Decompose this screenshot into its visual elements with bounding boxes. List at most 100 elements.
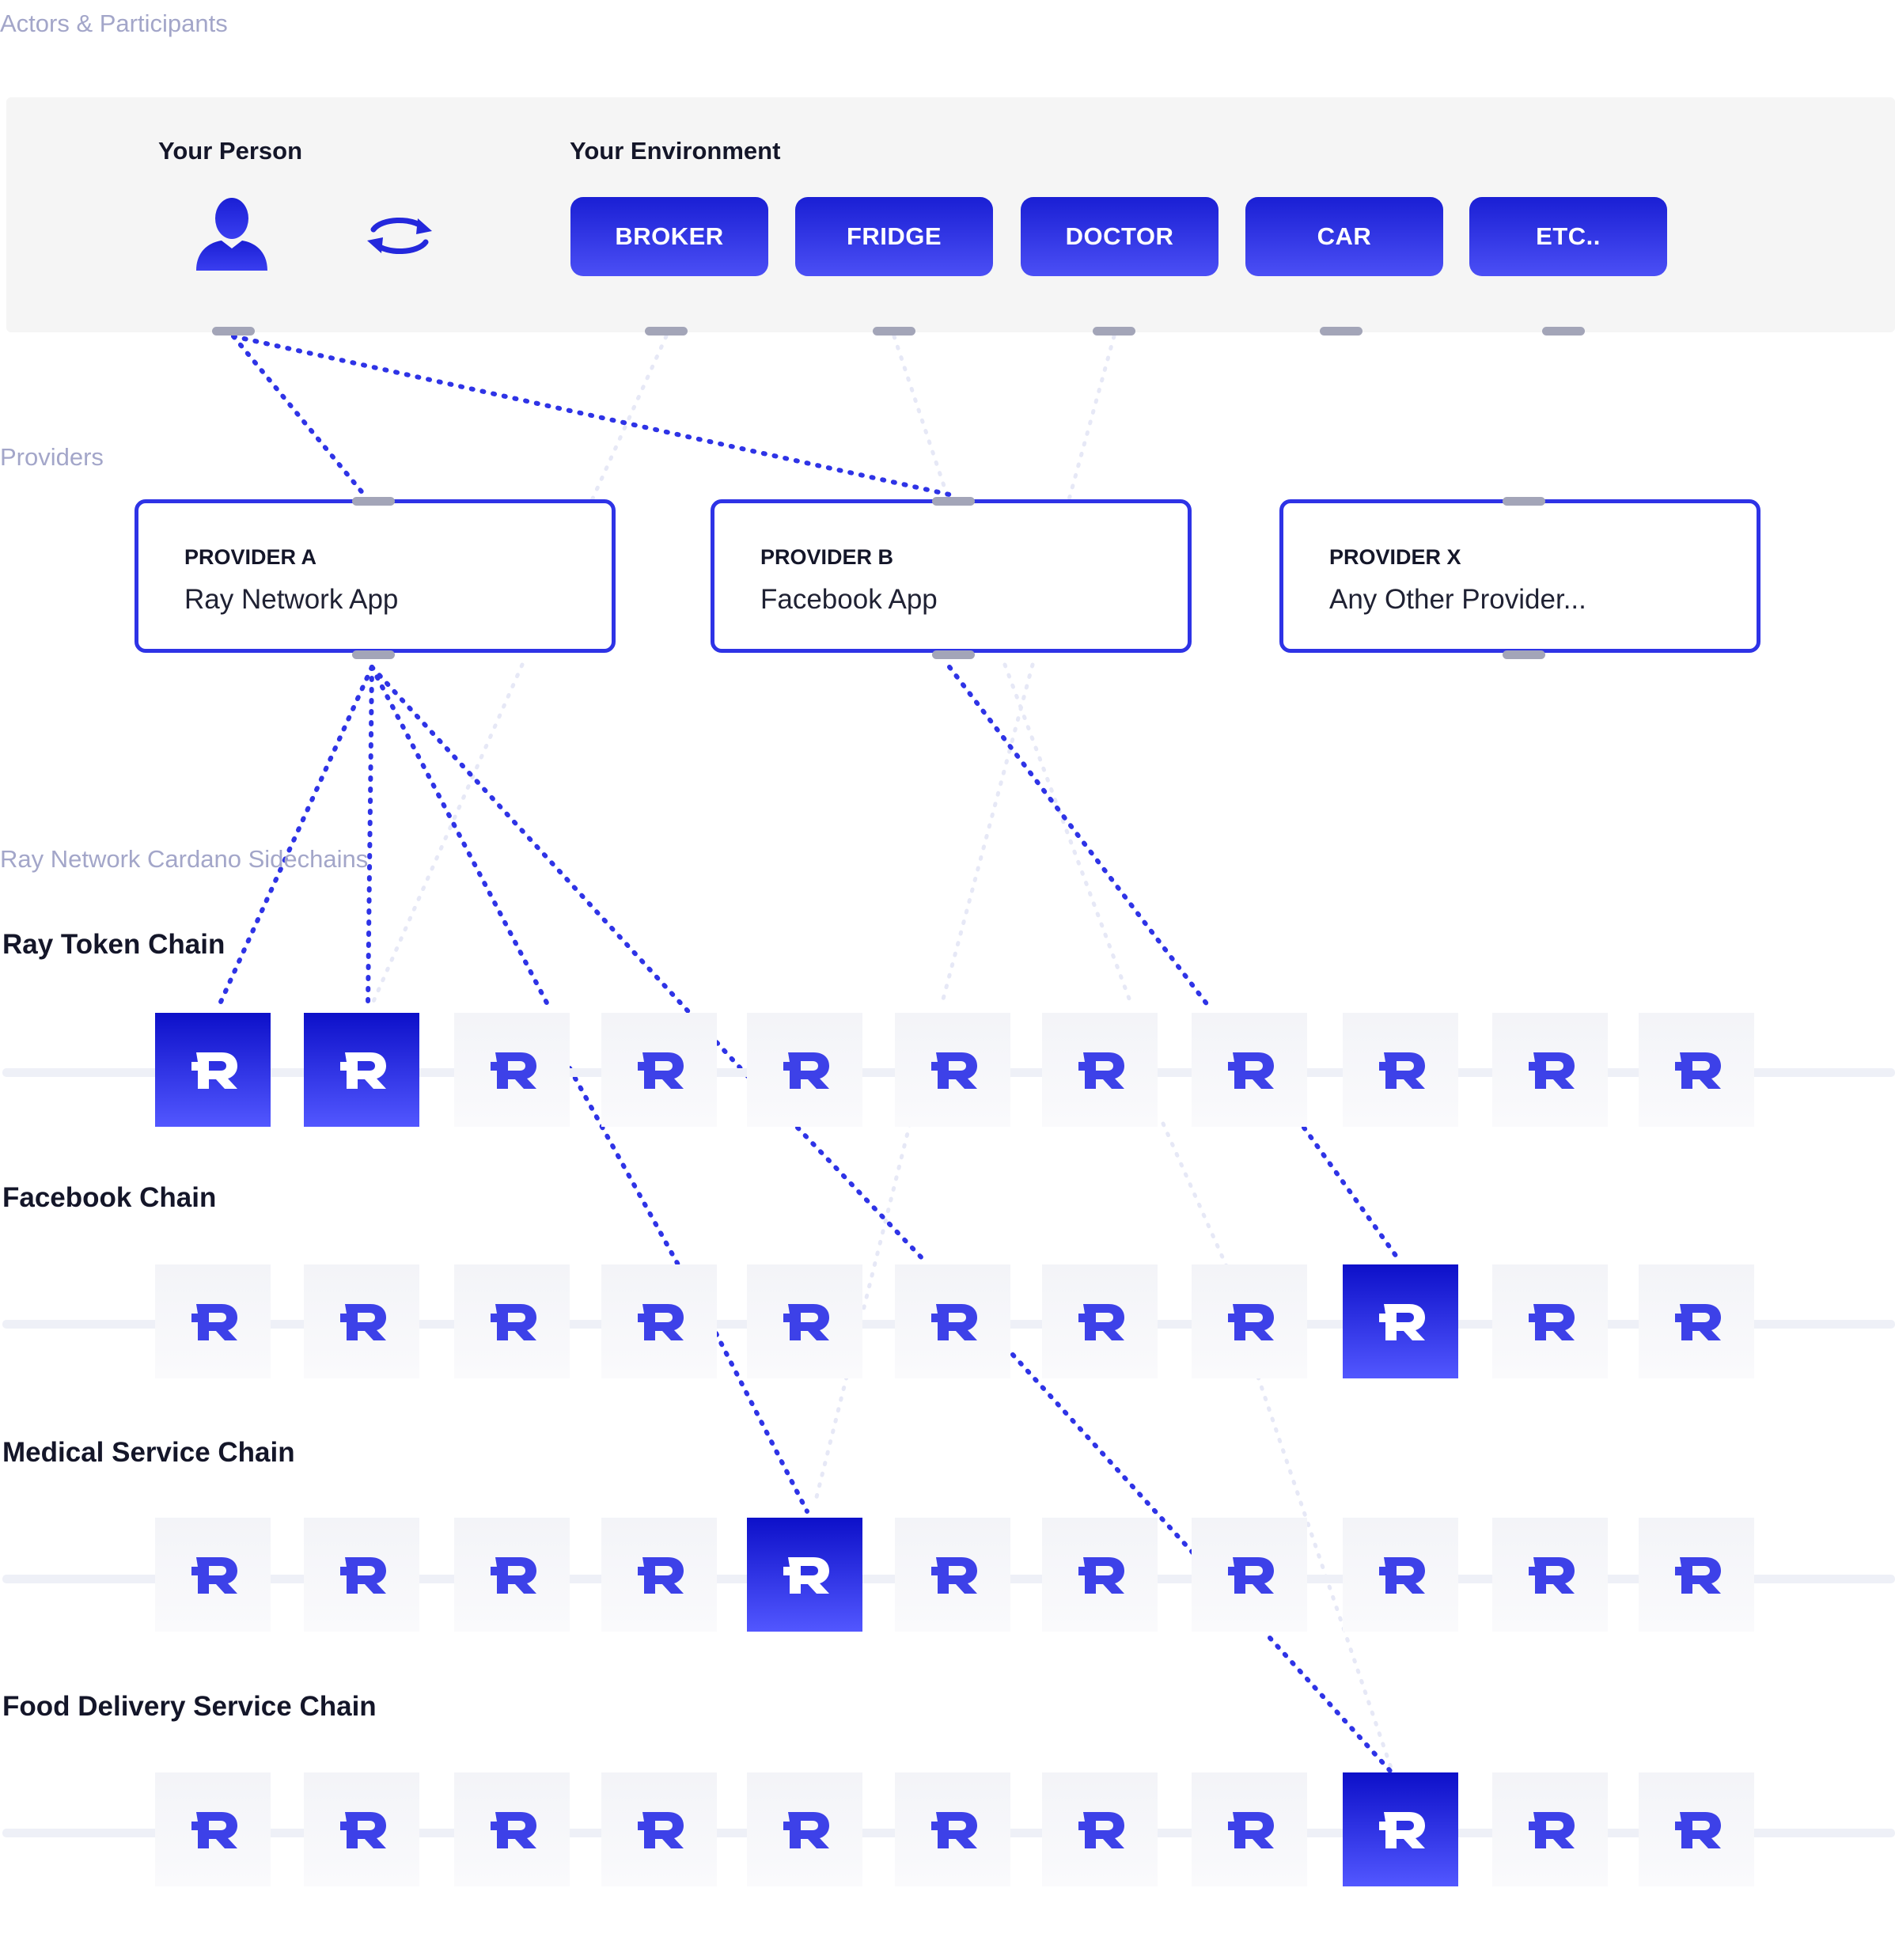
chain-block[interactable] — [1042, 1013, 1158, 1127]
person-heading: Your Person — [158, 137, 303, 165]
chain-block[interactable] — [895, 1013, 1010, 1127]
chain-block[interactable] — [454, 1264, 570, 1378]
chain-block-active[interactable] — [747, 1518, 862, 1632]
car-button[interactable]: CAR — [1245, 197, 1443, 276]
provider-name: Ray Network App — [184, 584, 399, 615]
chain-block-active[interactable] — [304, 1013, 419, 1127]
chain-title-ray-token: Ray Token Chain — [2, 929, 226, 960]
chain-block[interactable] — [1492, 1518, 1608, 1632]
ray-logo-icon — [638, 1557, 684, 1594]
ray-logo-icon — [1379, 1052, 1425, 1089]
chain-block[interactable] — [1639, 1264, 1754, 1378]
etc-button[interactable]: ETC.. — [1469, 197, 1667, 276]
provider-card-a[interactable]: PROVIDER A Ray Network App — [135, 499, 616, 653]
chain-block[interactable] — [304, 1518, 419, 1632]
chain-block[interactable] — [1639, 1518, 1754, 1632]
chain-block[interactable] — [601, 1013, 717, 1127]
chain-block[interactable] — [155, 1772, 271, 1886]
chain-block[interactable] — [895, 1518, 1010, 1632]
provider-card-x[interactable]: PROVIDER X Any Other Provider... — [1279, 499, 1760, 653]
ray-logo-icon — [931, 1304, 977, 1340]
ray-logo-icon — [1675, 1812, 1721, 1848]
chain-block[interactable] — [895, 1264, 1010, 1378]
fridge-button[interactable]: FRIDGE — [795, 197, 993, 276]
ray-logo-icon — [1228, 1052, 1274, 1089]
provider-title: PROVIDER B — [760, 545, 894, 569]
chain-block[interactable] — [1042, 1772, 1158, 1886]
ray-logo-icon — [491, 1304, 536, 1340]
provider-a-bottom-connector[interactable] — [352, 650, 395, 659]
provider-card-b[interactable]: PROVIDER B Facebook App — [711, 499, 1192, 653]
chain-block[interactable] — [895, 1772, 1010, 1886]
ray-logo-icon — [1078, 1557, 1124, 1594]
chain-block[interactable] — [747, 1013, 862, 1127]
ray-logo-icon — [340, 1812, 386, 1848]
ray-logo-icon — [191, 1557, 237, 1594]
doctor-button[interactable]: DOCTOR — [1021, 197, 1218, 276]
ray-logo-icon — [638, 1052, 684, 1089]
chain-block[interactable] — [304, 1264, 419, 1378]
chain-block[interactable] — [454, 1013, 570, 1127]
ray-logo-icon — [931, 1557, 977, 1594]
chain-block[interactable] — [304, 1772, 419, 1886]
provider-b-top-connector[interactable] — [932, 497, 975, 506]
provider-x-top-connector[interactable] — [1503, 497, 1545, 506]
chain-block[interactable] — [454, 1772, 570, 1886]
person-icon — [196, 198, 267, 271]
section-label-providers: Providers — [0, 443, 104, 471]
ray-logo-icon — [340, 1557, 386, 1594]
fridge-connector[interactable] — [873, 327, 915, 336]
chain-block[interactable] — [1343, 1518, 1458, 1632]
chain-block[interactable] — [1192, 1518, 1307, 1632]
chain-block[interactable] — [747, 1772, 862, 1886]
ray-logo-icon — [1379, 1304, 1425, 1340]
ray-logo-icon — [1379, 1557, 1425, 1594]
chain-block[interactable] — [454, 1518, 570, 1632]
chain-block[interactable] — [1639, 1013, 1754, 1127]
ray-logo-icon — [1675, 1304, 1721, 1340]
ray-logo-icon — [783, 1304, 829, 1340]
ray-logo-icon — [783, 1052, 829, 1089]
car-connector[interactable] — [1320, 327, 1363, 336]
broker-connector[interactable] — [645, 327, 688, 336]
chain-block-active[interactable] — [1343, 1264, 1458, 1378]
ray-logo-icon — [1228, 1304, 1274, 1340]
ray-logo-icon — [1078, 1812, 1124, 1848]
chain-title-medical: Medical Service Chain — [2, 1437, 295, 1468]
doctor-connector[interactable] — [1093, 327, 1135, 336]
broker-button[interactable]: BROKER — [570, 197, 768, 276]
chain-block[interactable] — [601, 1264, 717, 1378]
ray-logo-icon — [638, 1304, 684, 1340]
chain-block[interactable] — [155, 1264, 271, 1378]
chain-block[interactable] — [601, 1518, 717, 1632]
chain-block[interactable] — [1192, 1013, 1307, 1127]
chain-block[interactable] — [1042, 1264, 1158, 1378]
chain-block[interactable] — [1192, 1264, 1307, 1378]
sync-arrows-icon[interactable] — [364, 212, 435, 260]
etc-connector[interactable] — [1542, 327, 1585, 336]
ray-logo-icon — [1078, 1304, 1124, 1340]
chain-block[interactable] — [155, 1518, 271, 1632]
chain-block[interactable] — [1492, 1013, 1608, 1127]
provider-name: Any Other Provider... — [1329, 584, 1586, 615]
chain-block[interactable] — [1042, 1518, 1158, 1632]
section-label-actors: Actors & Participants — [0, 9, 228, 37]
chain-title-food-delivery: Food Delivery Service Chain — [2, 1691, 377, 1722]
chain-block[interactable] — [1192, 1772, 1307, 1886]
ray-logo-icon — [1529, 1812, 1575, 1848]
chain-block[interactable] — [1639, 1772, 1754, 1886]
provider-a-top-connector[interactable] — [352, 497, 395, 506]
chain-block[interactable] — [1343, 1013, 1458, 1127]
chain-block[interactable] — [1492, 1772, 1608, 1886]
provider-x-bottom-connector[interactable] — [1503, 650, 1545, 659]
chain-block[interactable] — [1492, 1264, 1608, 1378]
person-connector[interactable] — [212, 327, 255, 336]
chain-block-active[interactable] — [1343, 1772, 1458, 1886]
chain-block-active[interactable] — [155, 1013, 271, 1127]
ray-logo-icon — [931, 1812, 977, 1848]
ray-logo-icon — [783, 1812, 829, 1848]
chain-block[interactable] — [601, 1772, 717, 1886]
provider-b-bottom-connector[interactable] — [932, 650, 975, 659]
ray-logo-icon — [1529, 1557, 1575, 1594]
chain-block[interactable] — [747, 1264, 862, 1378]
